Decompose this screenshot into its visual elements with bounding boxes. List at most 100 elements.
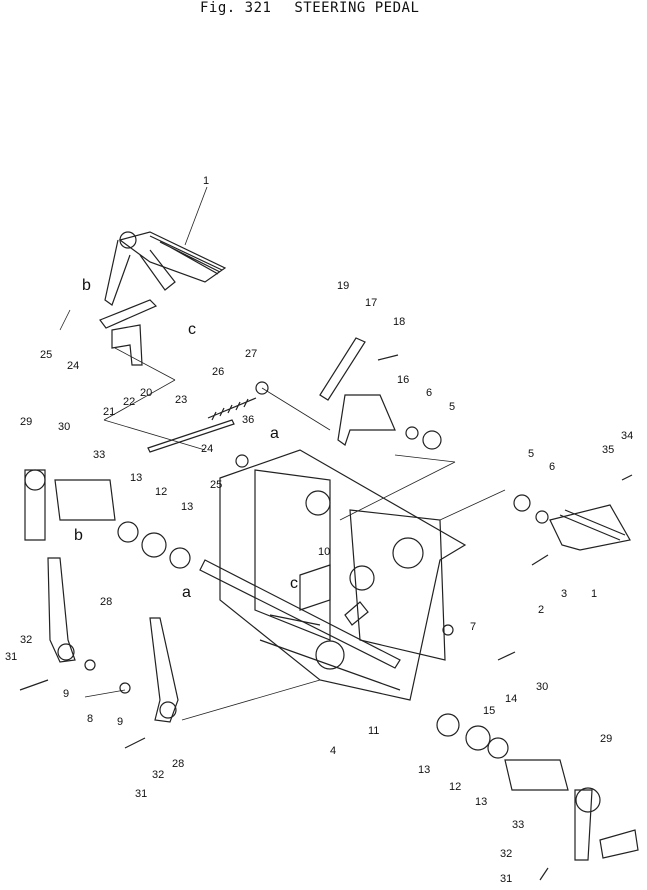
callout-13-left-a: 13 <box>130 472 142 484</box>
callout-20: 20 <box>140 387 152 399</box>
lever-28-left <box>47 557 76 663</box>
callout-21: 21 <box>103 406 115 418</box>
callout-13-left-b: 13 <box>181 501 193 513</box>
callout-12-right: 12 <box>449 781 461 793</box>
callout-13-right-a: 13 <box>418 764 430 776</box>
ref-letter-a-low: a <box>182 584 191 601</box>
callout-34: 34 <box>621 430 633 442</box>
callout-27: 27 <box>245 348 257 360</box>
shaft-33-right <box>504 759 569 791</box>
callout-19: 19 <box>337 280 349 292</box>
callout-28-center: 28 <box>172 758 184 770</box>
callout-12-left: 12 <box>155 486 167 498</box>
callout-29-right: 29 <box>600 733 612 745</box>
callout-28-left: 28 <box>100 596 112 608</box>
callout-25-mid: 25 <box>210 479 222 491</box>
callout-1-right: 1 <box>591 588 597 600</box>
callout-1-top: 1 <box>203 175 209 187</box>
callout-14: 14 <box>505 693 517 705</box>
callout-9-left: 9 <box>63 688 69 700</box>
bearing-13-right-a <box>436 713 460 737</box>
callout-11: 11 <box>368 725 379 737</box>
callout-23: 23 <box>175 394 187 406</box>
callout-3: 3 <box>561 588 567 600</box>
bushing-27 <box>255 381 269 395</box>
bearing-13-left-b <box>169 547 191 569</box>
bushing-36 <box>235 454 249 468</box>
arm-16 <box>337 394 396 446</box>
figure-name: STEERING PEDAL <box>294 0 420 16</box>
bolt-31-center <box>124 737 146 749</box>
lever-28-center <box>149 617 179 723</box>
figure-title: Fig. 321 STEERING PEDAL <box>200 0 433 16</box>
leader-lines <box>59 186 506 721</box>
callout-6-right: 6 <box>549 461 555 473</box>
ref-letter-b-low: b <box>74 527 83 544</box>
bolt-31-left <box>19 679 49 691</box>
callout-8: 8 <box>87 713 93 725</box>
ref-letter-c-top: c <box>188 321 196 338</box>
callout-16: 16 <box>397 374 409 386</box>
callout-33-left: 33 <box>93 449 105 461</box>
callout-5-top: 5 <box>449 401 455 413</box>
callout-10: 10 <box>318 546 330 558</box>
bearing-5-upper <box>422 430 442 450</box>
callout-24-mid: 24 <box>201 443 213 455</box>
pin-18 <box>377 354 399 361</box>
bracket-20 <box>111 324 143 366</box>
callout-30-right: 30 <box>536 681 548 693</box>
callout-5-right: 5 <box>528 448 534 460</box>
callout-32-right: 32 <box>500 848 512 860</box>
bushing-9-a <box>84 659 96 671</box>
pin-23 <box>147 419 235 453</box>
callout-29-left: 29 <box>20 416 32 428</box>
ref-letter-a-mid: a <box>270 425 279 442</box>
nut-7 <box>442 624 454 636</box>
callout-22: 22 <box>123 396 135 408</box>
callout-31-center: 31 <box>135 788 147 800</box>
bolt-31-right <box>539 867 549 881</box>
bearing-13-left-a <box>117 521 139 543</box>
callout-24-top: 24 <box>67 360 79 372</box>
callout-32-center: 32 <box>152 769 164 781</box>
ref-letter-c-low: c <box>290 575 298 592</box>
callout-25-top: 25 <box>40 349 52 361</box>
callout-18: 18 <box>393 316 405 328</box>
callout-32-left: 32 <box>20 634 32 646</box>
ref-letter-b-top: b <box>82 277 91 294</box>
callout-6-top: 6 <box>426 387 432 399</box>
callout-26: 26 <box>212 366 224 378</box>
washer-6-right <box>535 510 549 524</box>
callout-31-left: 31 <box>5 651 17 663</box>
callout-17: 17 <box>365 297 377 309</box>
callout-15: 15 <box>483 705 495 717</box>
callout-33-right: 33 <box>512 819 524 831</box>
arm-29-right <box>574 789 593 861</box>
bearing-13-right-b <box>487 737 509 759</box>
callout-31-right: 31 <box>500 873 512 885</box>
callout-9-right: 9 <box>117 716 123 728</box>
lever-17 <box>319 337 366 401</box>
callout-2: 2 <box>538 604 544 616</box>
arm-29-left <box>24 469 46 541</box>
bolt-14 <box>497 651 516 661</box>
callout-35: 35 <box>602 444 614 456</box>
callout-7: 7 <box>470 621 476 633</box>
bearing-12-right <box>465 725 491 751</box>
callout-13-right-b: 13 <box>475 796 487 808</box>
frame-4 <box>199 449 467 701</box>
bearing-5-right <box>513 494 531 512</box>
shaft-33-left <box>54 479 116 521</box>
callout-30-left: 30 <box>58 421 70 433</box>
pedal-1-right <box>549 504 631 551</box>
bolt-2 <box>531 554 549 566</box>
callout-4: 4 <box>330 745 336 757</box>
pedal-assembly-top <box>99 231 227 329</box>
spring-26 <box>207 397 257 421</box>
bolt-34 <box>621 474 633 481</box>
bushing-9-b <box>119 682 131 694</box>
washer-6-upper <box>405 426 419 440</box>
figure-number: Fig. 321 <box>200 0 272 16</box>
bearing-12-left <box>141 532 167 558</box>
